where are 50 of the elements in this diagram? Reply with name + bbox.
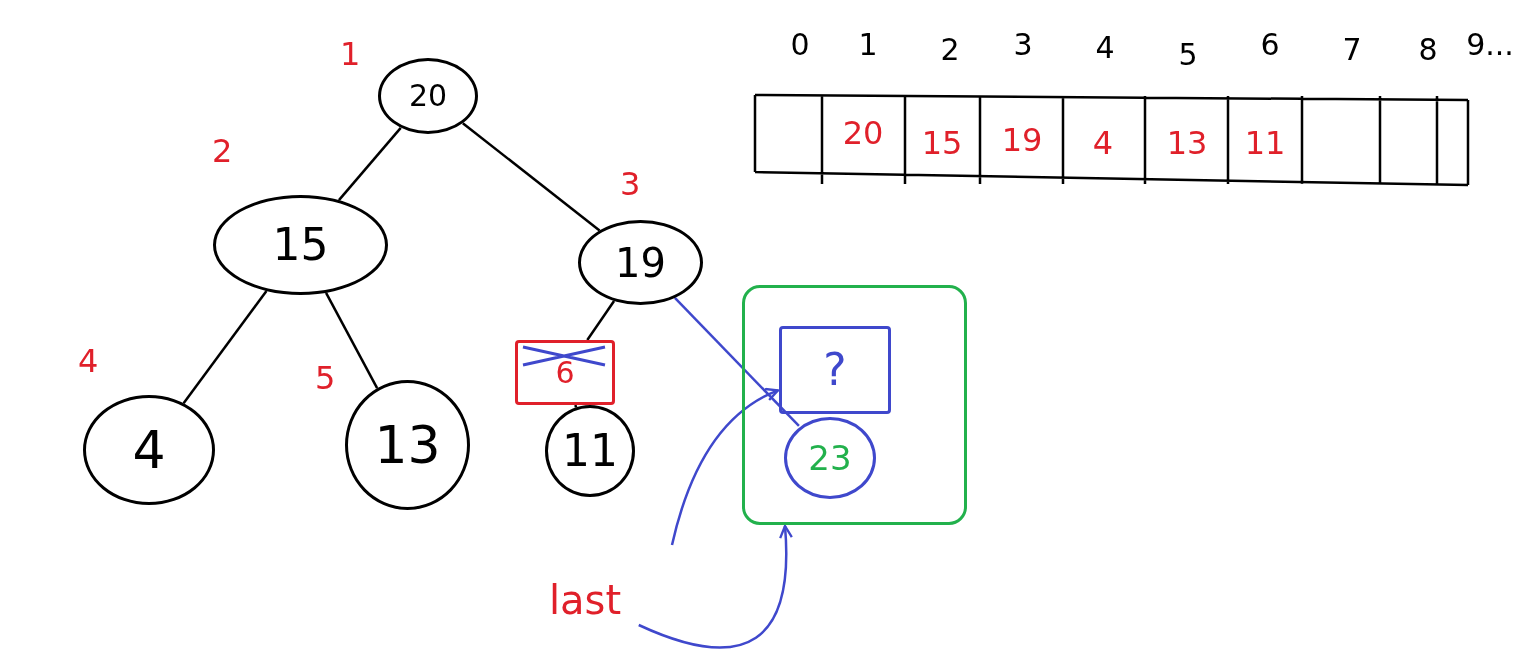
connector-line: [462, 122, 601, 232]
node-value: 19: [615, 242, 666, 283]
array-index: 2: [940, 35, 960, 65]
node-value: 6: [555, 357, 575, 388]
tree-node: [578, 220, 703, 305]
connector-line: [182, 290, 268, 404]
connector-line: [338, 127, 402, 201]
index-number: 3: [620, 168, 641, 200]
array-value: 15: [921, 127, 963, 159]
index-number: 2: [212, 135, 233, 167]
array-value: 20: [842, 117, 884, 149]
index-number: 5: [315, 362, 336, 394]
array-index: 7: [1342, 35, 1362, 65]
index-number: 1: [340, 38, 361, 70]
array-index: 0: [790, 30, 810, 60]
label-text: last: [548, 580, 622, 620]
array-index: 8: [1418, 35, 1438, 65]
array-index: 3: [1013, 30, 1033, 60]
arrow: [670, 388, 780, 546]
array-index: 4: [1095, 33, 1115, 63]
array-value: 4: [1092, 127, 1114, 159]
connector-line: [674, 297, 800, 427]
node-value: 23: [808, 441, 852, 475]
array-index: 9...: [1466, 30, 1514, 60]
node-value: 13: [374, 419, 441, 471]
connector-line: [574, 404, 578, 408]
node-value: 20: [408, 81, 448, 111]
tree-node: [213, 195, 388, 295]
connector-line: [324, 292, 379, 389]
array-value: 13: [1166, 127, 1208, 159]
highlight-box: [742, 285, 967, 525]
node-value: 15: [272, 223, 329, 267]
crossed-out-box: [515, 340, 615, 405]
array-value: 11: [1244, 127, 1286, 159]
array-index: 5: [1178, 40, 1198, 70]
arrow: [638, 524, 793, 649]
array-value: 19: [1001, 124, 1043, 156]
connector-line: [586, 300, 616, 341]
tree-node: [545, 405, 635, 497]
node-value: ?: [823, 348, 847, 392]
unknown-box: [779, 326, 891, 414]
node-value: 11: [562, 429, 618, 473]
array-index: 6: [1260, 30, 1280, 60]
array-index: 1: [858, 30, 878, 60]
new-node: [784, 417, 876, 499]
node-value: 4: [132, 424, 166, 476]
tree-node: [83, 395, 215, 505]
index-number: 4: [78, 345, 99, 377]
tree-node: [378, 58, 478, 134]
tree-node: [345, 380, 470, 510]
